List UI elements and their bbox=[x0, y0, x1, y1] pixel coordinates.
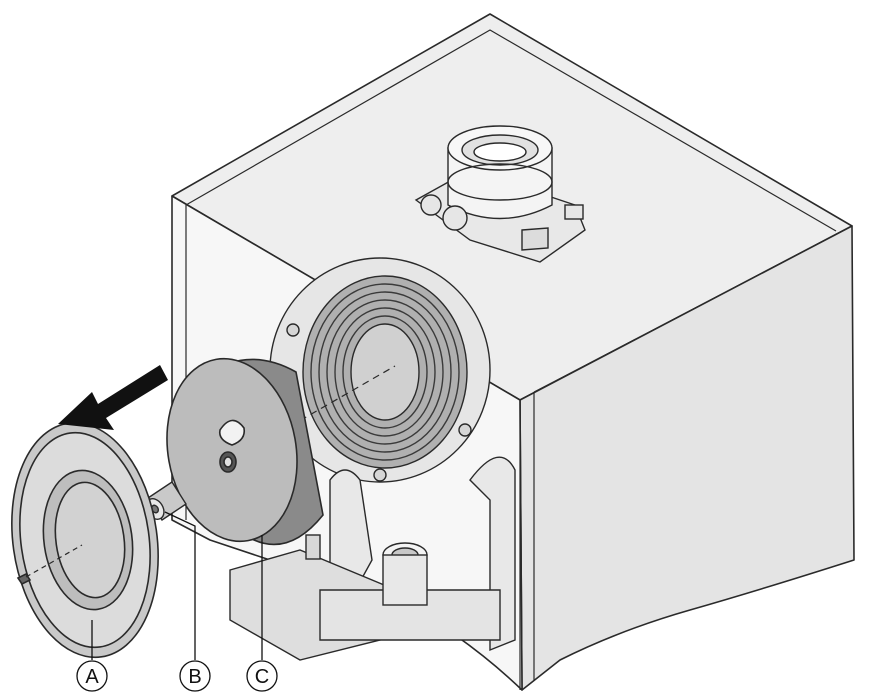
callout-leaders bbox=[91, 511, 263, 660]
callout-c-label: C bbox=[255, 666, 269, 688]
callout-b: B bbox=[179, 660, 211, 692]
cover-disc bbox=[11, 421, 159, 659]
callout-b-label: B bbox=[188, 666, 201, 688]
flue-adaptor bbox=[414, 125, 586, 263]
callout-a: A bbox=[76, 660, 108, 692]
callout-a-label: A bbox=[85, 666, 99, 688]
callout-c: C bbox=[246, 660, 278, 692]
removal-direction-arrow bbox=[58, 365, 168, 430]
burner-insulation-disc bbox=[166, 357, 324, 546]
lower-pipework bbox=[229, 456, 516, 661]
housing-right-face bbox=[519, 225, 855, 691]
